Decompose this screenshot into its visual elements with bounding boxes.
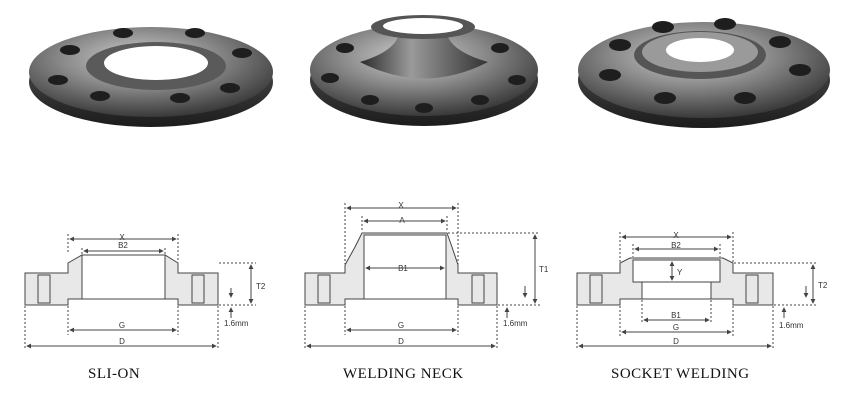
dim-d: D <box>398 337 404 346</box>
dim-y: Y <box>677 268 683 277</box>
welding-neck-section-drawing <box>304 203 540 350</box>
dim-t2: T2 <box>256 282 266 291</box>
dim-g: G <box>119 321 125 330</box>
dim-gap: 1.6mm <box>503 319 528 328</box>
slip-on-section-drawing <box>24 234 256 350</box>
caption-welding-neck: WELDING NECK <box>343 366 464 382</box>
caption-slip-on: SLI-ON <box>88 366 141 382</box>
socket-welding-dimension-labels: X B2 Y B1 G D T2 1.6mm <box>671 231 828 346</box>
dim-b1: B1 <box>671 311 681 320</box>
slip-on-flange-photo <box>29 27 273 127</box>
dim-gap: 1.6mm <box>779 321 804 330</box>
dim-a: A <box>399 216 405 225</box>
socket-welding-section-drawing <box>576 232 818 350</box>
dim-t2: T2 <box>818 281 828 290</box>
dim-b2: B2 <box>118 241 128 250</box>
dim-d: D <box>673 337 679 346</box>
dim-b2: B2 <box>671 241 681 250</box>
dim-g: G <box>398 321 404 330</box>
welding-neck-flange-photo <box>310 15 538 126</box>
dim-d: D <box>119 337 125 346</box>
slip-on-dimension-labels: X B2 G D T2 1.6mm <box>118 233 266 346</box>
dim-x: X <box>673 231 679 240</box>
dim-t1: T1 <box>539 265 549 274</box>
dim-x: X <box>398 201 404 210</box>
dim-b1: B1 <box>398 264 408 273</box>
dim-g: G <box>673 323 679 332</box>
welding-neck-dimension-labels: X A B1 G D T1 1.6mm <box>398 201 549 346</box>
socket-welding-flange-photo <box>578 18 830 128</box>
caption-socket-welding: SOCKET WELDING <box>611 366 750 382</box>
dim-gap: 1.6mm <box>224 319 249 328</box>
dim-x: X <box>119 233 125 242</box>
